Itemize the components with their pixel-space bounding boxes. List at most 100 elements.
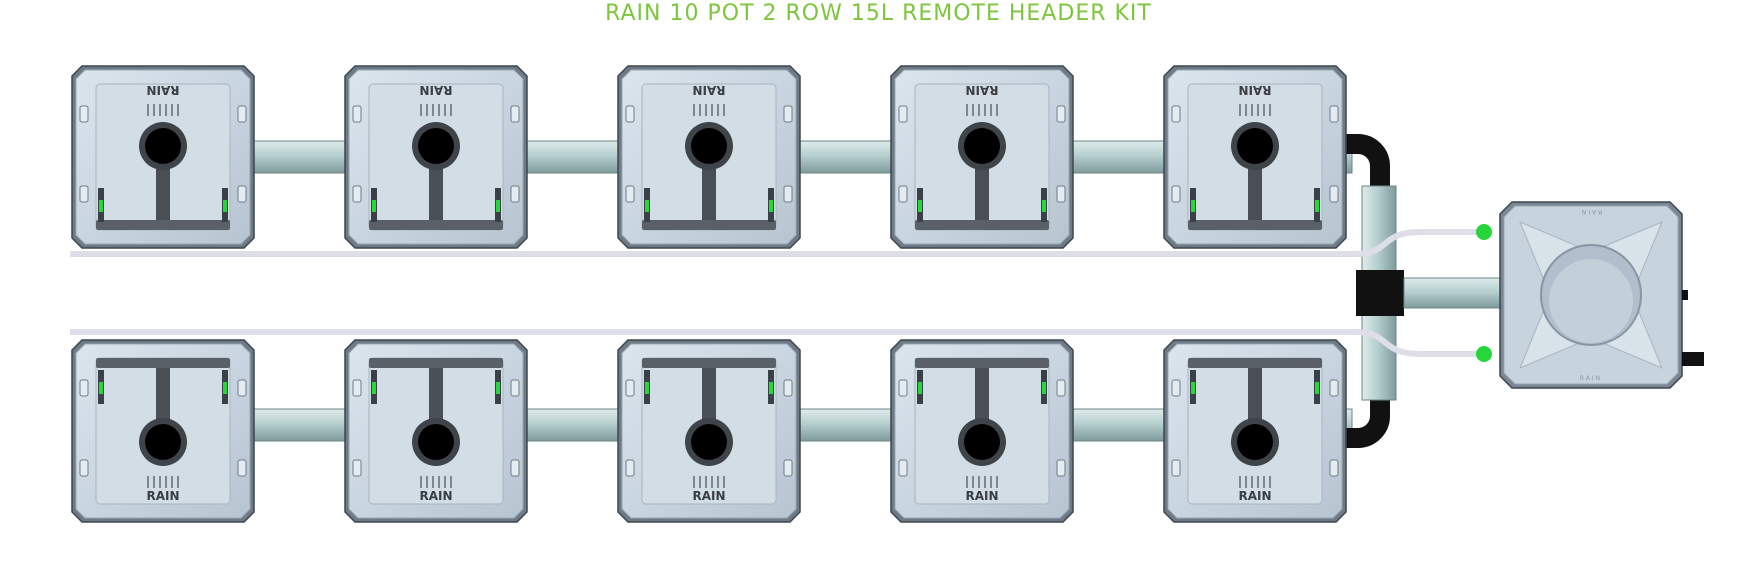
drip-crossbar	[1188, 358, 1322, 368]
pot-side-clip	[783, 105, 793, 123]
pot-side-clip	[625, 459, 635, 477]
pot-brand-label: RAIN	[419, 489, 452, 503]
header-pipe-segment	[795, 140, 896, 174]
dripper-green	[918, 382, 922, 394]
dripper-green	[223, 200, 227, 212]
pot-side-clip	[510, 459, 520, 477]
drainage-line	[966, 476, 968, 488]
pot-opening	[691, 424, 727, 460]
drainage-line	[705, 104, 707, 116]
pot: RAIN	[890, 339, 1074, 523]
dripper-green	[496, 200, 500, 212]
pot-side-clip	[1056, 379, 1066, 397]
drainage-line	[1269, 104, 1271, 116]
pot-side-clip	[898, 105, 908, 123]
dripper-green	[223, 382, 227, 394]
pot-side-clip	[1329, 459, 1339, 477]
pot: RAIN	[71, 339, 255, 523]
drip-crossbar	[915, 358, 1049, 368]
pot-side-clip	[625, 185, 635, 203]
drip-crossbar	[1188, 220, 1322, 230]
feed-tube-top-to-reservoir	[1355, 229, 1480, 257]
pot-side-clip	[1329, 379, 1339, 397]
dripper-green	[99, 200, 103, 212]
pot-side-clip	[898, 379, 908, 397]
drainage-line	[420, 104, 422, 116]
pot-opening	[1237, 424, 1273, 460]
pot-side-clip	[1171, 459, 1181, 477]
pot-side-clip	[783, 185, 793, 203]
header-pipe-segment	[1068, 408, 1169, 442]
pot-side-clip	[1329, 105, 1339, 123]
reservoir-cap	[1549, 259, 1633, 343]
drainage-line	[426, 476, 428, 488]
pipework	[70, 134, 1513, 448]
pot-side-clip	[352, 185, 362, 203]
dripper-green	[1315, 382, 1319, 394]
pot-side-clip	[79, 379, 89, 397]
drainage-line	[693, 476, 695, 488]
drainage-line	[1245, 104, 1247, 116]
dripper-green	[496, 382, 500, 394]
drainage-line	[990, 476, 992, 488]
drainage-line	[1239, 104, 1241, 116]
feed-fitting-top	[1476, 224, 1492, 240]
drip-crossbar	[642, 220, 776, 230]
pot-side-clip	[352, 379, 362, 397]
drainage-line	[177, 104, 179, 116]
header-pipe-segment	[522, 408, 623, 442]
drainage-line	[165, 476, 167, 488]
pot-opening	[1237, 128, 1273, 164]
pot-brand-label: RAIN	[692, 489, 725, 503]
feed-tube-bottom	[70, 329, 1360, 335]
drainage-line	[972, 476, 974, 488]
drainage-line	[966, 104, 968, 116]
drainage-line	[1245, 476, 1247, 488]
pot: RAIN	[344, 339, 528, 523]
feed-fitting-bottom	[1476, 346, 1492, 362]
pot: RAIN	[1163, 339, 1347, 523]
drainage-line	[1263, 104, 1265, 116]
drainage-line	[705, 476, 707, 488]
pot-opening	[418, 424, 454, 460]
pot-side-clip	[510, 185, 520, 203]
drainage-line	[438, 476, 440, 488]
pot-side-clip	[237, 379, 247, 397]
drip-crossbar	[915, 220, 1049, 230]
drainage-line	[723, 104, 725, 116]
header-pipe-segment	[249, 408, 350, 442]
pot-side-clip	[898, 185, 908, 203]
reservoir-drain-stub	[1682, 352, 1704, 366]
drainage-line	[426, 104, 428, 116]
pot: RAIN	[71, 65, 255, 249]
pot-side-clip	[510, 105, 520, 123]
drainage-line	[444, 476, 446, 488]
reservoir-outlet-stub	[1682, 290, 1688, 300]
drainage-line	[1269, 476, 1271, 488]
pot-opening	[691, 128, 727, 164]
dripper-green	[769, 382, 773, 394]
drainage-line	[984, 476, 986, 488]
pot-side-clip	[79, 185, 89, 203]
drainage-line	[450, 476, 452, 488]
drainage-line	[171, 476, 173, 488]
pot-side-clip	[510, 379, 520, 397]
pot-side-clip	[352, 105, 362, 123]
drip-crossbar	[96, 220, 230, 230]
pot-side-clip	[237, 185, 247, 203]
drainage-line	[693, 104, 695, 116]
dripper-green	[1315, 200, 1319, 212]
pot-side-clip	[1171, 105, 1181, 123]
reservoir-label-bottom: RAIN	[1580, 375, 1602, 382]
drainage-line	[438, 104, 440, 116]
drainage-line	[699, 104, 701, 116]
pot-side-clip	[237, 459, 247, 477]
pot-side-clip	[898, 459, 908, 477]
drainage-line	[990, 104, 992, 116]
reservoir-outlet-pipe	[1403, 277, 1513, 309]
pot-side-clip	[1056, 185, 1066, 203]
pot: RAIN	[890, 65, 1074, 249]
pot: RAIN	[617, 339, 801, 523]
drainage-line	[420, 476, 422, 488]
